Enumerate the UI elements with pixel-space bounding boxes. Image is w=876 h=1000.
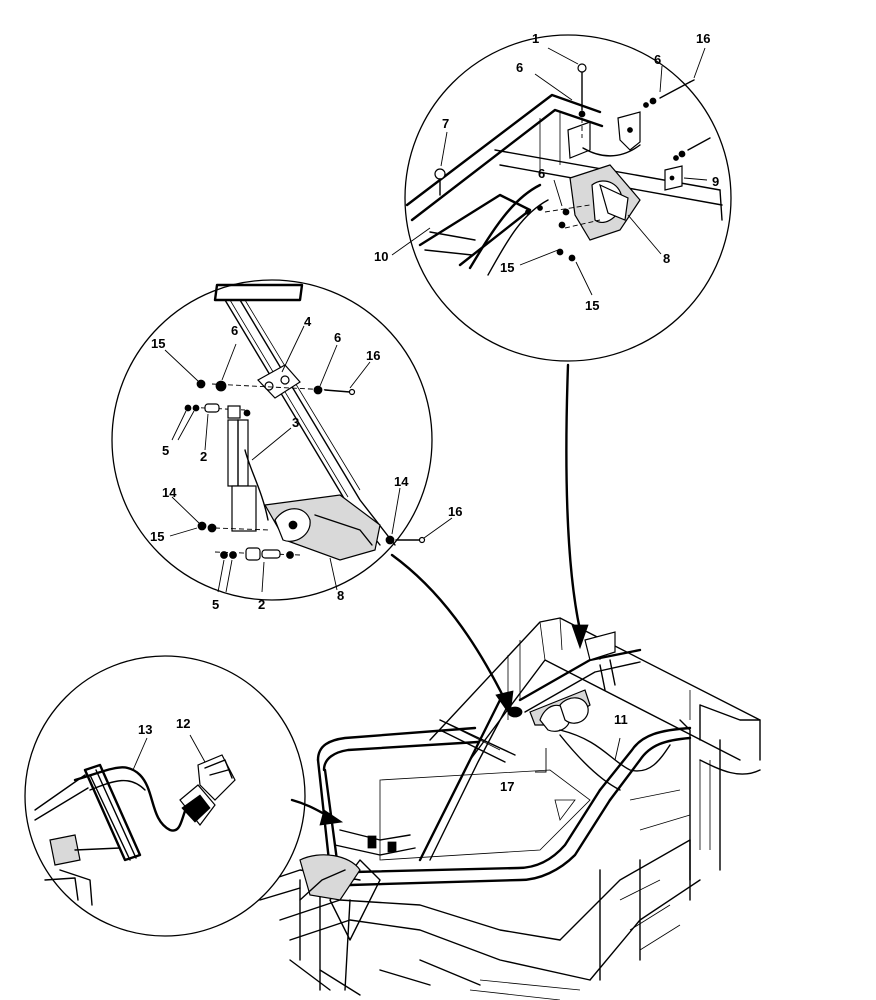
label-item-2: 2	[200, 449, 207, 464]
label-item-6: 6	[516, 60, 523, 75]
label-item-11: 11	[614, 712, 628, 727]
vehicle-frame-assembly	[259, 617, 761, 1000]
label-item-6: 6	[538, 166, 545, 181]
label-item-17: 17	[500, 779, 514, 794]
label-item-14: 14	[162, 485, 177, 500]
label-item-16: 16	[366, 348, 380, 363]
label-item-9: 9	[712, 174, 719, 189]
label-item-16: 16	[696, 31, 710, 46]
callout-middle-detail	[111, 279, 453, 601]
label-item-13: 13	[138, 722, 152, 737]
label-item-15: 15	[585, 298, 599, 313]
label-item-5: 5	[162, 443, 169, 458]
label-item-15: 15	[150, 529, 164, 544]
label-item-14: 14	[394, 474, 409, 489]
leader-17	[535, 748, 547, 773]
label-item-8: 8	[663, 251, 670, 266]
label-item-15: 15	[151, 336, 165, 351]
callout-arrows	[290, 363, 589, 901]
labels-main-view: 11 17	[500, 712, 628, 794]
label-item-6: 6	[654, 52, 661, 67]
callout-bottom-detail	[24, 655, 306, 937]
callout-top-detail	[391, 34, 732, 362]
label-item-5: 5	[212, 597, 219, 612]
label-item-16: 16	[448, 504, 462, 519]
labels-top: 1 16 6 6 7 6 9 10 8 15 15	[374, 31, 719, 313]
label-item-7: 7	[442, 116, 449, 131]
labels-middle: 4 6 15 6 16 3 5 2 14 14 16 15 8 5 2	[150, 314, 462, 612]
label-item-4: 4	[304, 314, 312, 329]
label-item-10: 10	[374, 249, 388, 264]
label-item-12: 12	[176, 716, 190, 731]
label-item-15: 15	[500, 260, 514, 275]
labels-bottom: 13 12	[138, 716, 190, 737]
leader-11	[614, 737, 621, 761]
label-item-8: 8	[337, 588, 344, 603]
label-item-2: 2	[258, 597, 265, 612]
label-item-1: 1	[532, 31, 539, 46]
label-item-3: 3	[292, 415, 299, 430]
label-item-6: 6	[334, 330, 341, 345]
label-item-6: 6	[231, 323, 238, 338]
